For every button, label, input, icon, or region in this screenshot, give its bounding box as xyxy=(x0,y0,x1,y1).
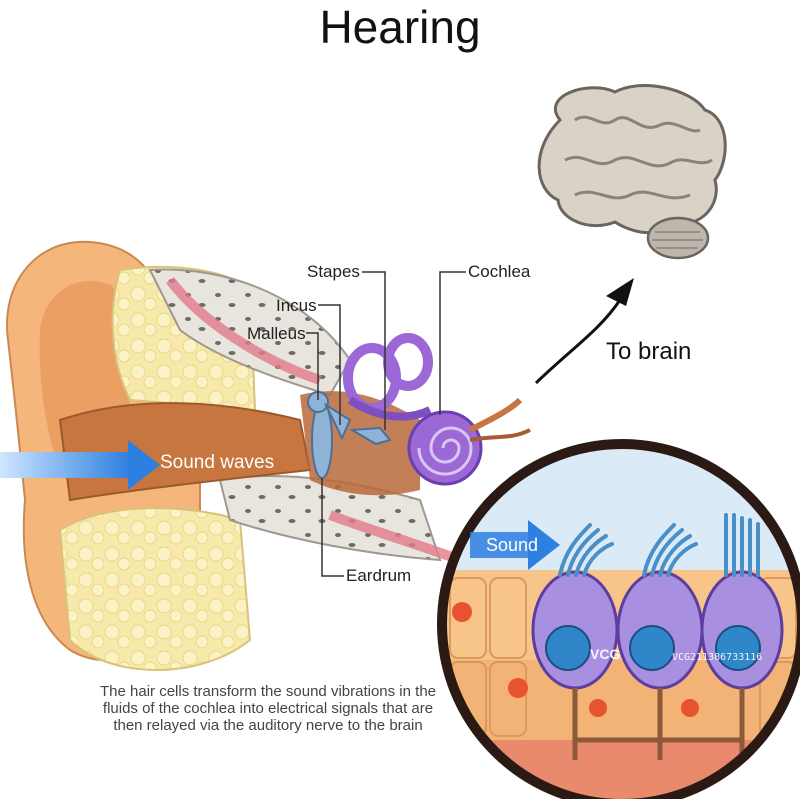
hair-cell-zoom-circle xyxy=(437,439,800,804)
label-cochlea: Cochlea xyxy=(468,262,531,281)
label-sound: Sound xyxy=(486,535,539,555)
description-caption: The hair cells transform the sound vibra… xyxy=(100,683,436,734)
watermark-text: VCG211386733116 xyxy=(672,652,763,663)
label-incus: Incus xyxy=(276,296,317,315)
page-title: Hearing xyxy=(319,1,481,53)
label-eardrum: Eardrum xyxy=(346,566,412,585)
hair-cells xyxy=(531,513,784,760)
inner-ear xyxy=(343,333,531,486)
label-stapes: Stapes xyxy=(307,262,360,281)
label-sound-waves: Sound waves xyxy=(160,452,275,473)
fat-tissue-lower xyxy=(58,507,252,671)
to-brain-arrow xyxy=(534,278,634,385)
label-malleus: Malleus xyxy=(247,324,306,343)
leader-lines xyxy=(306,271,466,577)
sound-waves-arrow xyxy=(0,440,160,490)
watermark-logo: VCG xyxy=(590,646,621,662)
label-to-brain: To brain xyxy=(606,338,692,365)
brain-illustration xyxy=(537,84,727,260)
ossicles xyxy=(307,391,392,479)
